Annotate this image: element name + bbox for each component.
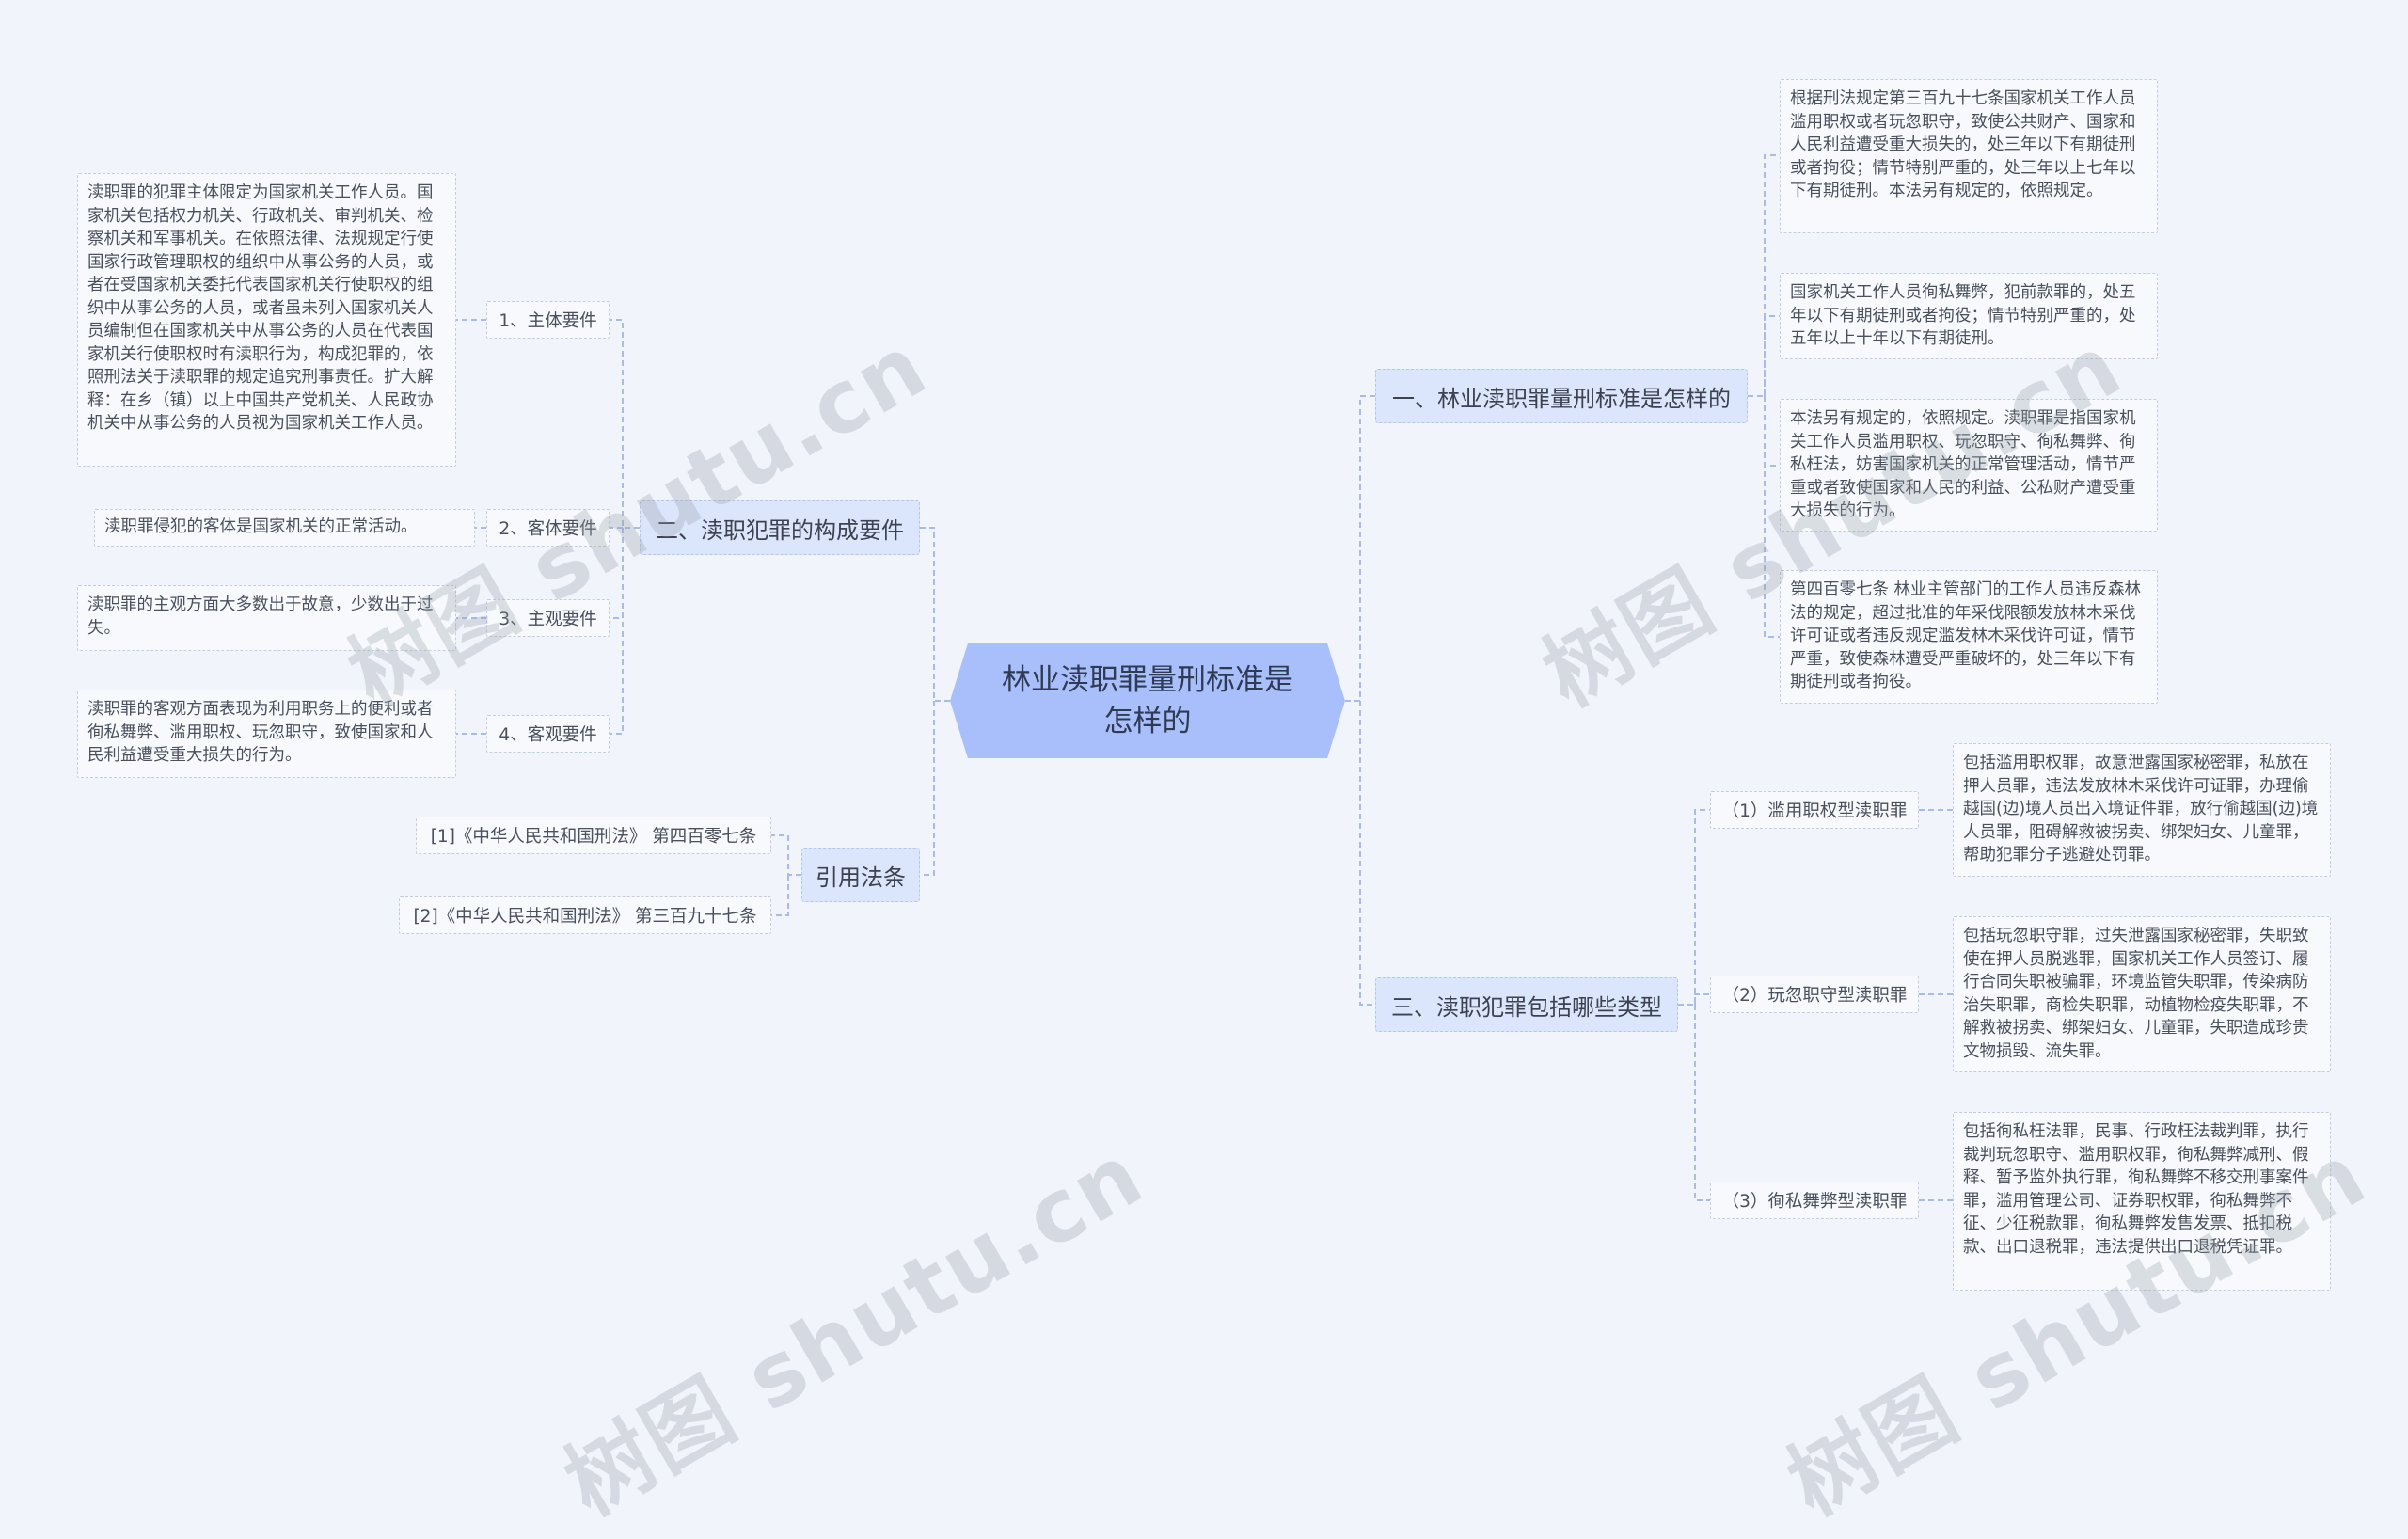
root-title: 林业渎职罪量刑标准是怎样的: [1002, 663, 1293, 738]
leaf-text: 本法另有规定的，依照规定。渎职罪是指国家机关工作人员滥用职权、玩忽职守、徇私舞弊…: [1790, 409, 2136, 520]
subtopic-objective-element[interactable]: 4、客观要件: [486, 715, 610, 753]
leaf-text: 第四百零七条 林业主管部门的工作人员违反森林法的规定，超过批准的年采伐限额发放林…: [1790, 580, 2142, 691]
leaf-favoritism-text: 包括徇私枉法罪，民事、行政枉法裁判罪，执行裁判玩忽职守、滥用职权罪，徇私舞弊减刑…: [1953, 1112, 2331, 1291]
leaf-subject-element-text: 渎职罪的犯罪主体限定为国家机关工作人员。国家机关包括权力机关、行政机关、审判机关…: [77, 173, 456, 467]
leaf-dereliction-text: 包括玩忽职守罪，过失泄露国家秘密罪，失职致使在押人员脱逃罪，国家机关工作人员签订…: [1953, 916, 2331, 1072]
subtopic-subject-element[interactable]: 1、主体要件: [486, 301, 610, 339]
citation-item-2[interactable]: [2]《中华人民共和国刑法》 第三百九十七条: [399, 896, 771, 934]
leaf-text: 根据刑法规定第三百九十七条国家机关工作人员滥用职权或者玩忽职守，致使公共财产、国…: [1790, 89, 2136, 200]
mindmap-canvas: 林业渎职罪量刑标准是怎样的 二、渎职犯罪的构成要件 1、主体要件 渎职罪的犯罪主…: [77, 79, 2383, 1535]
citation-text: [1]《中华人民共和国刑法》 第四百零七条: [430, 827, 757, 847]
branch-section2-label: 二、渎职犯罪的构成要件: [656, 516, 904, 544]
leaf-section1-text-2: 国家机关工作人员徇私舞弊，犯前款罪的，处五年以下有期徒刑或者拘役；情节特别严重的…: [1780, 273, 2158, 359]
branch-section3-label: 三、渎职犯罪包括哪些类型: [1391, 993, 1662, 1021]
branch-citations[interactable]: 引用法条: [801, 848, 920, 902]
subtopic-abuse-of-power[interactable]: （1）滥用职权型渎职罪: [1710, 791, 1919, 829]
leaf-objective-element-text: 渎职罪的客观方面表现为利用职务上的便利或者徇私舞弊、滥用职权、玩忽职守，致使国家…: [77, 690, 456, 778]
leaf-text: 包括滥用职权罪，故意泄露国家秘密罪，私放在押人员罪，违法发放林木采伐许可证罪，办…: [1963, 754, 2319, 865]
leaf-text: 渎职罪的客观方面表现为利用职务上的便利或者徇私舞弊、滥用职权、玩忽职守，致使国家…: [87, 700, 434, 765]
branch-citations-label: 引用法条: [816, 864, 906, 891]
subtopic-dereliction[interactable]: （2）玩忽职守型渎职罪: [1710, 976, 1919, 1013]
subtopic-label: 1、主体要件: [499, 311, 597, 331]
subtopic-favoritism[interactable]: （3）徇私舞弊型渎职罪: [1710, 1182, 1919, 1219]
subtopic-label: 3、主观要件: [499, 610, 597, 629]
branch-section1-label: 一、林业渎职罪量刑标准是怎样的: [1392, 385, 1731, 412]
leaf-text: 包括徇私枉法罪，民事、行政枉法裁判罪，执行裁判玩忽职守、滥用职权罪，徇私舞弊减刑…: [1963, 1122, 2309, 1257]
leaf-section1-text-3: 本法另有规定的，依照规定。渎职罪是指国家机关工作人员滥用职权、玩忽职守、徇私舞弊…: [1780, 399, 2158, 532]
leaf-text: 渎职罪的主观方面大多数出于故意，少数出于过失。: [87, 595, 434, 638]
leaf-section1-text-4: 第四百零七条 林业主管部门的工作人员违反森林法的规定，超过批准的年采伐限额发放林…: [1780, 570, 2158, 704]
leaf-text: 渎职罪的犯罪主体限定为国家机关工作人员。国家机关包括权力机关、行政机关、审判机关…: [87, 183, 434, 433]
subtopic-object-element[interactable]: 2、客体要件: [486, 509, 610, 547]
branch-section3[interactable]: 三、渎职犯罪包括哪些类型: [1375, 977, 1678, 1032]
subtopic-label: （1）滥用职权型渎职罪: [1721, 801, 1908, 821]
leaf-section1-text-1: 根据刑法规定第三百九十七条国家机关工作人员滥用职权或者玩忽职守，致使公共财产、国…: [1780, 79, 2158, 233]
subtopic-subjective-element[interactable]: 3、主观要件: [486, 599, 610, 637]
leaf-text: 国家机关工作人员徇私舞弊，犯前款罪的，处五年以下有期徒刑或者拘役；情节特别严重的…: [1790, 283, 2136, 348]
root-topic[interactable]: 林业渎职罪量刑标准是怎样的: [950, 643, 1345, 758]
branch-section1[interactable]: 一、林业渎职罪量刑标准是怎样的: [1375, 369, 1748, 423]
citation-item-1[interactable]: [1]《中华人民共和国刑法》 第四百零七条: [416, 817, 771, 854]
leaf-abuse-of-power-text: 包括滥用职权罪，故意泄露国家秘密罪，私放在押人员罪，违法发放林木采伐许可证罪，办…: [1953, 743, 2331, 877]
subtopic-label: （3）徇私舞弊型渎职罪: [1721, 1192, 1908, 1212]
leaf-subjective-element-text: 渎职罪的主观方面大多数出于故意，少数出于过失。: [77, 585, 456, 651]
branch-section2[interactable]: 二、渎职犯罪的构成要件: [640, 500, 920, 555]
watermark: 树图 shutu.cn: [548, 1124, 1160, 1535]
subtopic-label: 2、客体要件: [499, 519, 597, 539]
leaf-object-element-text: 渎职罪侵犯的客体是国家机关的正常活动。: [94, 509, 475, 547]
subtopic-label: （2）玩忽职守型渎职罪: [1721, 986, 1908, 1006]
subtopic-label: 4、客观要件: [499, 725, 597, 745]
citation-text: [2]《中华人民共和国刑法》 第三百九十七条: [413, 907, 757, 927]
leaf-text: 包括玩忽职守罪，过失泄露国家秘密罪，失职致使在押人员脱逃罪，国家机关工作人员签订…: [1963, 927, 2309, 1061]
leaf-text: 渎职罪侵犯的客体是国家机关的正常活动。: [104, 517, 418, 536]
